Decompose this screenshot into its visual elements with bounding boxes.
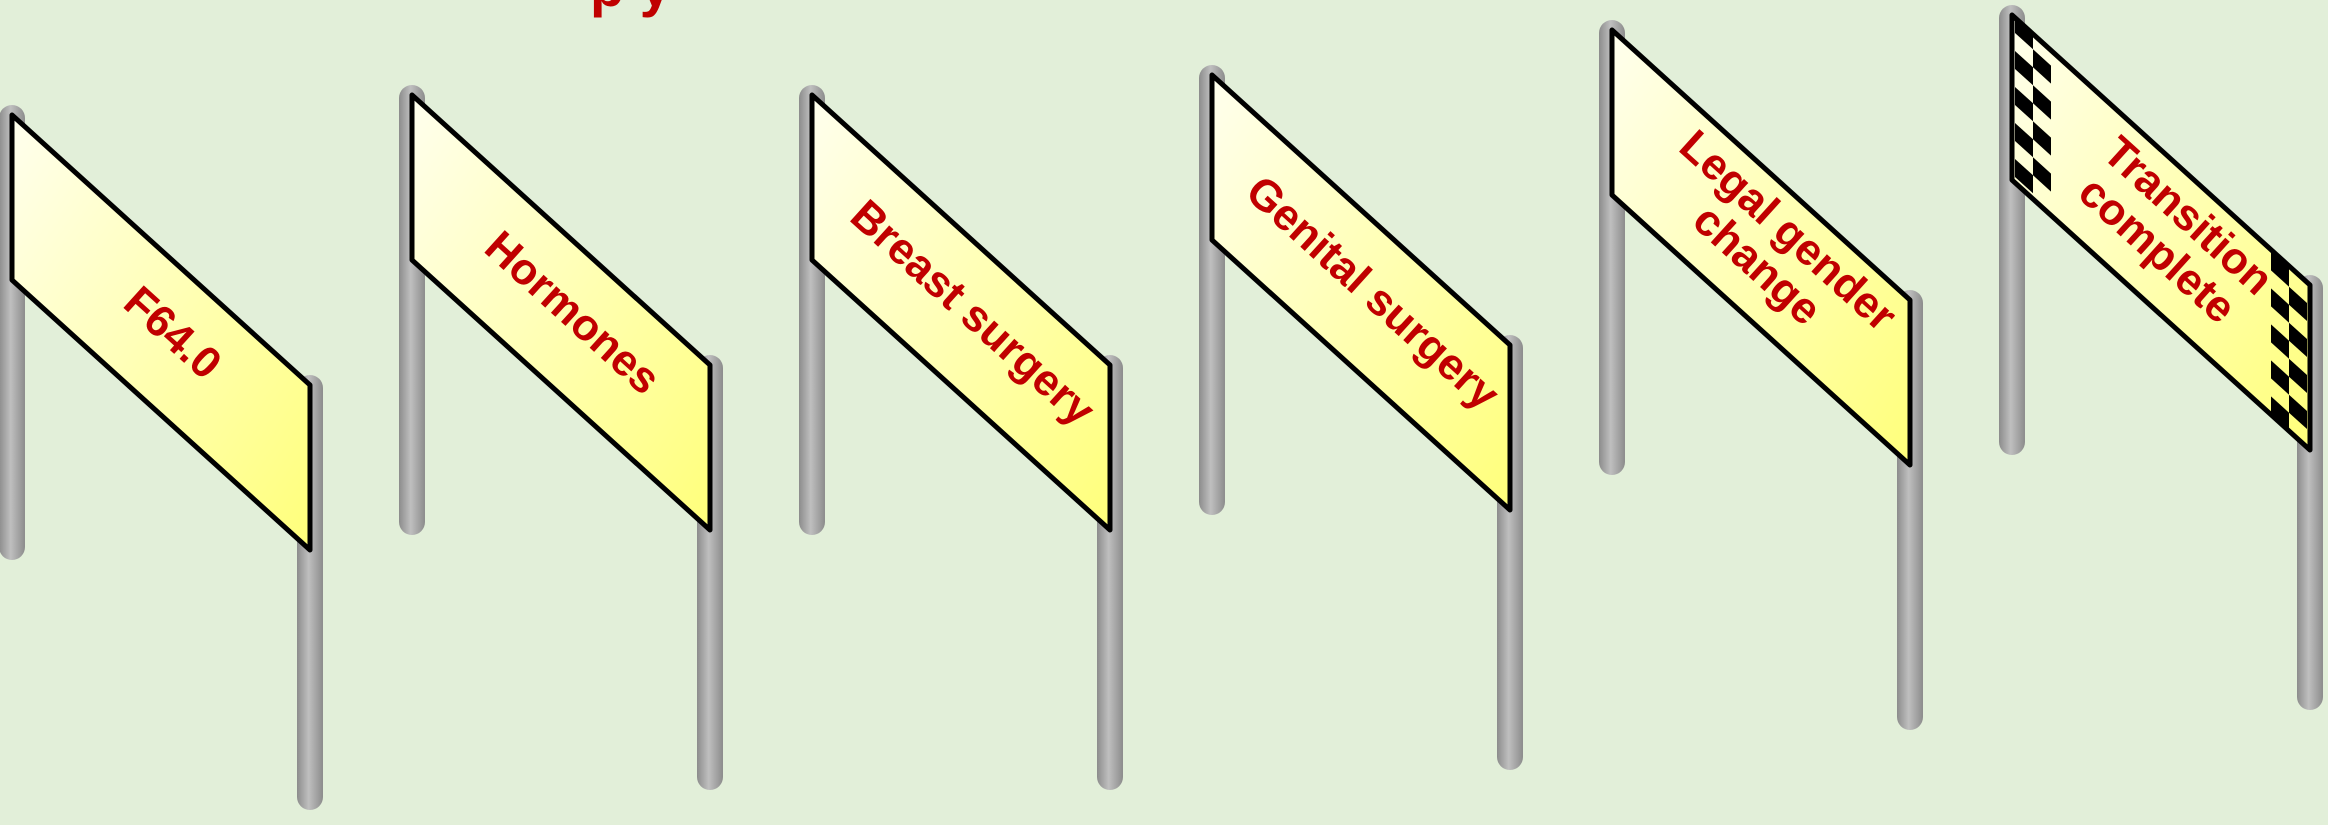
signpost-transition-complete: Transitioncomplete (1999, 5, 2323, 710)
signpost-legal-gender-change: Legal genderchange (1599, 20, 1923, 730)
signpost-breast-surgery: Breast surgery (799, 85, 1123, 790)
signpost-hormones: Hormones (399, 85, 723, 790)
diagram-title-fragment: p y (590, 0, 671, 18)
signpost-genital-surgery: Genital surgery (1199, 65, 1523, 770)
signpost-f64-0: F64.0 (0, 105, 323, 810)
